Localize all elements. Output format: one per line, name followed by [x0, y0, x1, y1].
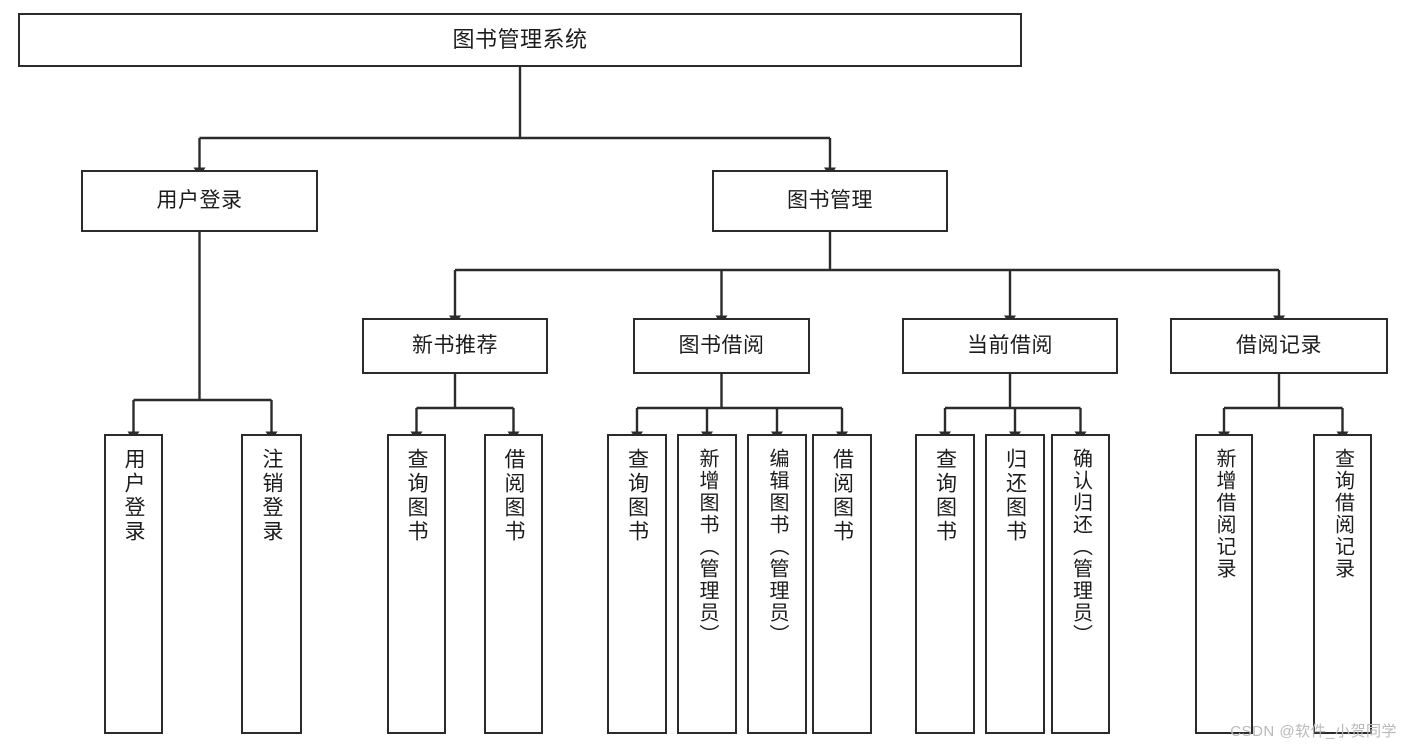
node-new-book-rec[interactable]: 新书推荐: [362, 318, 548, 374]
node-label: 新书推荐: [412, 333, 498, 357]
node-book-manage[interactable]: 图书管理: [712, 170, 948, 232]
node-leaf-3[interactable]: 查询图书: [387, 434, 446, 734]
node-leaf-6[interactable]: 新增图书（管理员）: [677, 434, 737, 734]
watermark-csdn: CSDN @软件_小贺同学: [1230, 723, 1397, 740]
node-leaf-11[interactable]: 确认归还（管理员）: [1051, 434, 1110, 734]
node-label: 注销登录: [260, 448, 283, 544]
node-label: 查询图书: [405, 448, 428, 544]
node-label: 新增图书（管理员）: [696, 448, 718, 646]
node-label: 用户登录: [156, 188, 243, 212]
node-label: 查询借阅记录: [1331, 448, 1354, 580]
node-leaf-5[interactable]: 查询图书: [607, 434, 667, 734]
node-label: 图书管理系统: [452, 27, 588, 53]
node-leaf-10[interactable]: 归还图书: [985, 434, 1045, 734]
node-leaf-9[interactable]: 查询图书: [915, 434, 975, 734]
node-user-login[interactable]: 用户登录: [81, 170, 318, 232]
node-label: 当前借阅: [967, 333, 1053, 357]
node-current-borrow[interactable]: 当前借阅: [902, 318, 1118, 374]
node-label: 借阅记录: [1236, 333, 1322, 357]
edge-group: [127, 67, 1349, 441]
node-borrow-record[interactable]: 借阅记录: [1170, 318, 1388, 374]
node-label: 用户登录: [122, 448, 145, 544]
node-label: 编辑图书（管理员）: [766, 448, 788, 646]
node-root[interactable]: 图书管理系统: [18, 13, 1022, 67]
node-leaf-13[interactable]: 查询借阅记录: [1313, 434, 1372, 734]
node-label: 归还图书: [1003, 448, 1027, 544]
node-leaf-8[interactable]: 借阅图书: [812, 434, 872, 734]
node-label: 图书借阅: [678, 333, 765, 357]
node-leaf-2[interactable]: 注销登录: [241, 434, 302, 734]
node-label: 新增借阅记录: [1213, 448, 1235, 580]
node-label: 借阅图书: [830, 448, 854, 544]
node-leaf-4[interactable]: 借阅图书: [484, 434, 543, 734]
node-leaf-1[interactable]: 用户登录: [104, 434, 163, 734]
node-label: 借阅图书: [502, 448, 525, 544]
node-label: 查询图书: [933, 448, 957, 544]
node-book-borrow[interactable]: 图书借阅: [633, 318, 810, 374]
node-leaf-7[interactable]: 编辑图书（管理员）: [747, 434, 807, 734]
node-label: 确认归还（管理员）: [1069, 448, 1092, 646]
node-label: 图书管理: [787, 188, 873, 212]
node-label: 查询图书: [625, 448, 649, 544]
node-leaf-12[interactable]: 新增借阅记录: [1195, 434, 1253, 734]
